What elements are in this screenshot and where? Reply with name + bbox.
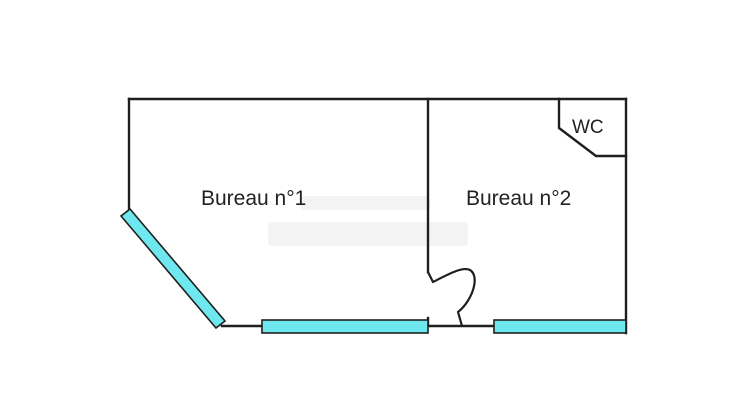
room-label-wc: WC <box>572 117 604 138</box>
door-leaf <box>427 268 476 327</box>
door <box>427 268 476 327</box>
window-bottom-right <box>493 319 627 334</box>
window-diagonal <box>119 207 227 330</box>
windows <box>119 207 627 334</box>
window-bottom-left <box>261 319 429 334</box>
walls <box>127 97 628 335</box>
room-label-bureau-1: Bureau n°1 <box>201 187 306 210</box>
watermark <box>268 196 468 246</box>
wc-enclosure <box>557 97 628 158</box>
room-label-bureau-2: Bureau n°2 <box>466 187 571 210</box>
